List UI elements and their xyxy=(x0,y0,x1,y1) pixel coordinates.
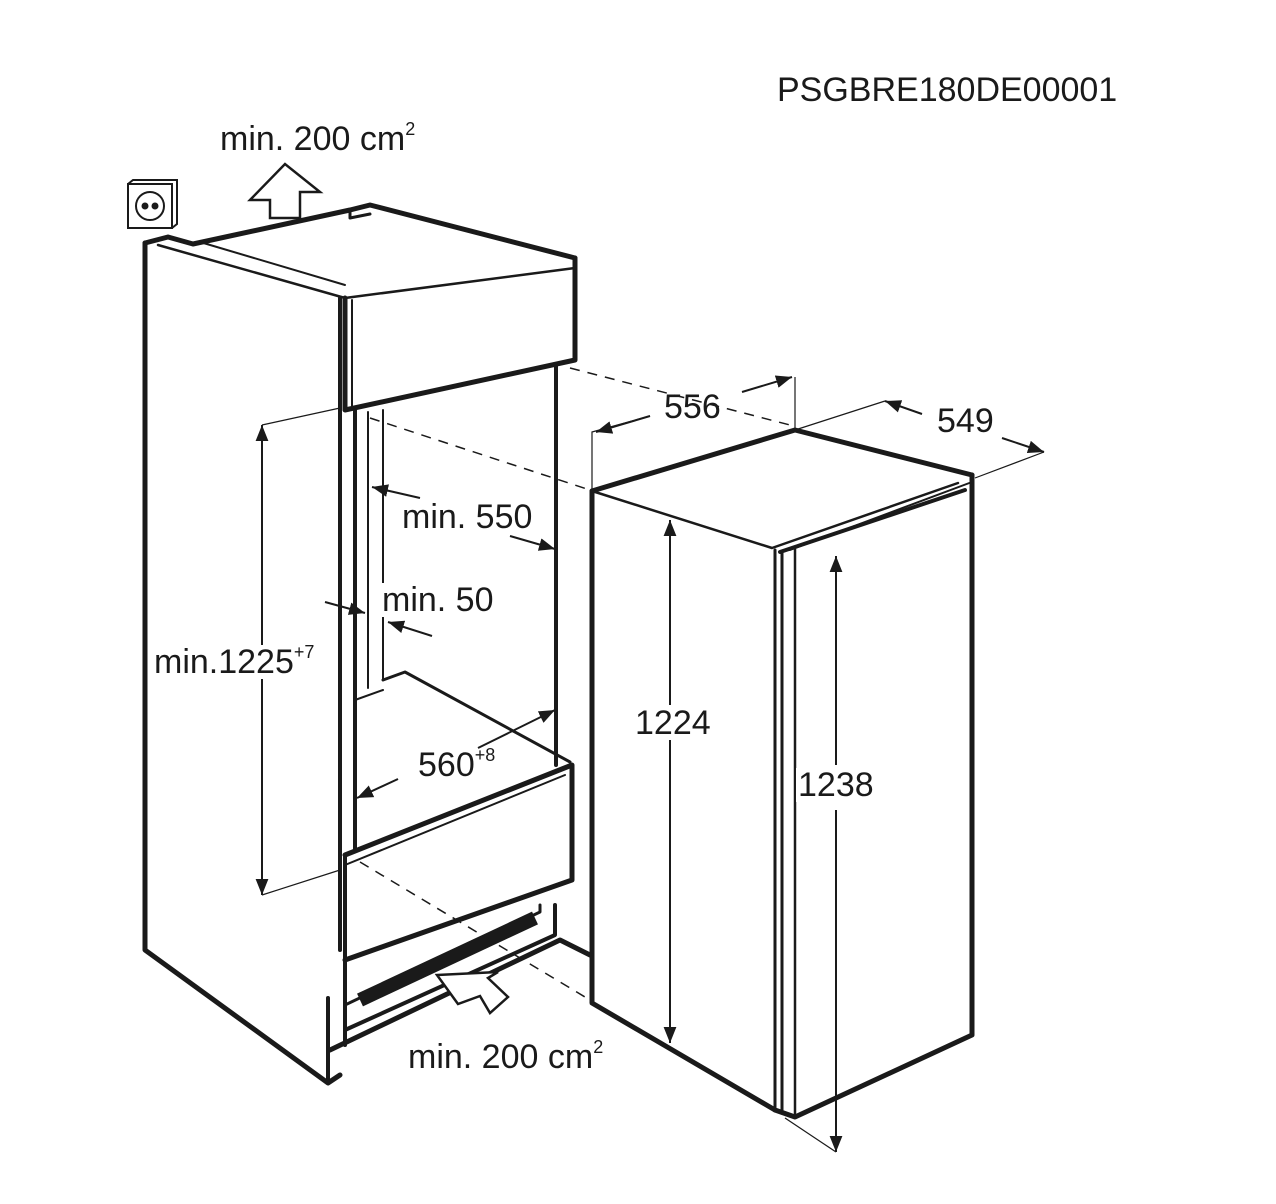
niche-depth-label: min. 550 xyxy=(400,498,535,536)
niche-width-label: 560+8 xyxy=(416,745,497,784)
projection-lines xyxy=(359,367,791,1001)
vent-arrow-up-icon xyxy=(247,162,324,220)
niche-height-label: min.1225+7 xyxy=(152,642,317,681)
top-vent-value: min. 200 cm xyxy=(220,120,406,158)
top-vent-unit-sup: 2 xyxy=(405,119,416,139)
niche-width-value: 560 xyxy=(418,746,475,784)
appliance xyxy=(589,427,975,1120)
rear-gap-label: min. 50 xyxy=(380,581,496,619)
appliance-body-height-label: 1224 xyxy=(633,704,713,742)
appliance-total-height-label: 1238 xyxy=(796,766,876,804)
vent-arrow-in-icon xyxy=(434,970,510,1015)
appliance-width-label: 556 xyxy=(664,388,721,426)
bottom-vent-value: min. 200 cm xyxy=(408,1038,594,1076)
dimension-lines xyxy=(255,375,1045,1153)
appliance-depth-label: 549 xyxy=(937,402,994,440)
drawing-code: PSGBRE180DE00001 xyxy=(777,71,1118,109)
niche-width-tolerance: +8 xyxy=(474,745,496,765)
niche-height-tolerance: +7 xyxy=(293,642,315,662)
power-socket-icon xyxy=(127,179,178,229)
bottom-vent-unit-sup: 2 xyxy=(593,1037,604,1057)
niche-height-value: min.1225 xyxy=(154,643,294,681)
bottom-vent-label: min. 200 cm2 xyxy=(406,1037,605,1076)
top-vent-label: min. 200 cm2 xyxy=(218,119,417,158)
niche-cabinet xyxy=(142,202,593,1086)
